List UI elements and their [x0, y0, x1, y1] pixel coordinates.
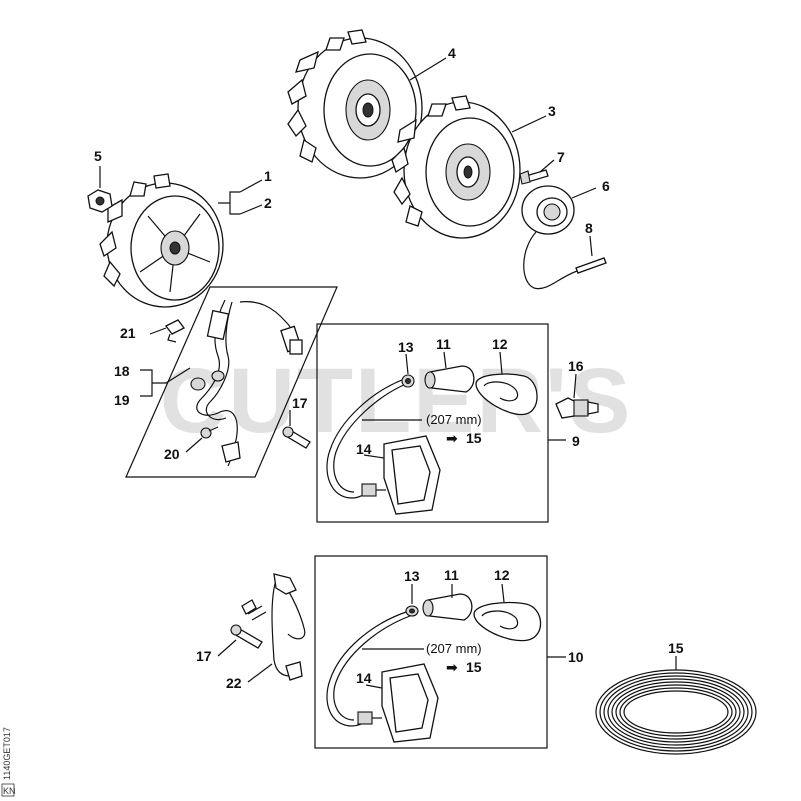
- flywheel-4: [287, 29, 423, 179]
- leader-1-2: [239, 179, 263, 215]
- callout-14-b: 14: [356, 670, 372, 686]
- grommet-13-a: [401, 374, 415, 388]
- wiring-harness: [190, 299, 303, 467]
- callout-2: 2: [264, 195, 272, 211]
- spark-plug-boot-11-a: [424, 365, 475, 393]
- callout-17-a: 17: [292, 395, 308, 411]
- callout-5: 5: [94, 148, 102, 164]
- screw-7: [519, 169, 549, 185]
- callout-16: 16: [568, 358, 584, 374]
- spark-plug-16: [555, 397, 599, 419]
- screw-17-lower: [230, 624, 263, 649]
- pin-8: [575, 257, 607, 274]
- module-box-9: [316, 323, 549, 523]
- clip-21: [165, 319, 185, 343]
- leader-20: [185, 437, 203, 453]
- ref-15-a: 15: [466, 430, 482, 446]
- callout-4: 4: [448, 45, 456, 61]
- callout-3: 3: [548, 103, 556, 119]
- spark-plug-boot-11-b: [422, 593, 473, 621]
- flywheel-3: [391, 95, 521, 239]
- callout-15: 15: [668, 640, 684, 656]
- drawing-code-box-text: KN: [3, 786, 16, 796]
- drawing-code-box: [1, 783, 15, 797]
- callout-10: 10: [568, 649, 584, 665]
- callout-11-b: 11: [444, 567, 459, 583]
- leader-22: [247, 663, 273, 683]
- drawing-code: 1140GET017: [2, 727, 12, 780]
- harness-box: [125, 286, 338, 478]
- callout-6: 6: [602, 178, 610, 194]
- leader-21: [149, 327, 167, 335]
- screw-17-upper: [282, 426, 311, 449]
- wire-spool-15: [595, 669, 757, 755]
- nut-5: [87, 189, 113, 213]
- callout-12-b: 12: [494, 567, 510, 583]
- module-box-10: [314, 555, 548, 749]
- callout-22: 22: [226, 675, 242, 691]
- leader-3: [511, 115, 547, 133]
- leader-14-a: [363, 454, 385, 459]
- ignition-module-9: [326, 379, 441, 515]
- leader-14-b: [365, 684, 383, 689]
- arrow-a: ➡: [446, 430, 458, 446]
- boot-cover-12-a: [475, 373, 538, 416]
- callout-19: 19: [114, 392, 130, 408]
- callout-11-a: 11: [436, 336, 451, 352]
- callout-13-a: 13: [398, 339, 414, 355]
- leader-12-b: [501, 583, 505, 603]
- length-note-a: (207 mm): [426, 412, 482, 427]
- watermark-text: CUTLER'S: [160, 350, 632, 452]
- leader-17-b: [217, 639, 237, 657]
- leader-8: [589, 235, 593, 257]
- callout-12-a: 12: [492, 336, 508, 352]
- callout-9: 9: [572, 433, 580, 449]
- leader-11-a: [443, 351, 447, 369]
- leader-13-a: [405, 353, 409, 375]
- leader-16: [573, 373, 577, 399]
- screw-20: [200, 426, 219, 439]
- leader-7: [539, 159, 555, 173]
- collar-6: [521, 185, 581, 290]
- callout-1: 1: [264, 168, 272, 184]
- grommet-13-b: [405, 605, 419, 617]
- bracket-1-2: [218, 191, 240, 215]
- callout-13-b: 13: [404, 568, 420, 584]
- leader-4: [409, 57, 447, 81]
- leader-6: [571, 187, 597, 199]
- leader-12-a: [499, 351, 503, 375]
- callout-8: 8: [585, 220, 593, 236]
- length-note-b: (207 mm): [426, 641, 482, 656]
- arrow-b: ➡: [446, 659, 458, 675]
- flywheel-1-2: [99, 173, 224, 308]
- ref-15-b: 15: [466, 659, 482, 675]
- callout-17-b: 17: [196, 648, 212, 664]
- callout-7: 7: [557, 149, 565, 165]
- harness-22: [241, 573, 306, 681]
- boot-cover-12-b: [473, 601, 542, 642]
- callout-18: 18: [114, 363, 130, 379]
- callout-20: 20: [164, 446, 180, 462]
- callout-21: 21: [120, 325, 136, 341]
- ignition-module-10: [326, 611, 439, 743]
- callout-14-a: 14: [356, 441, 372, 457]
- bracket-18-19: [140, 367, 191, 397]
